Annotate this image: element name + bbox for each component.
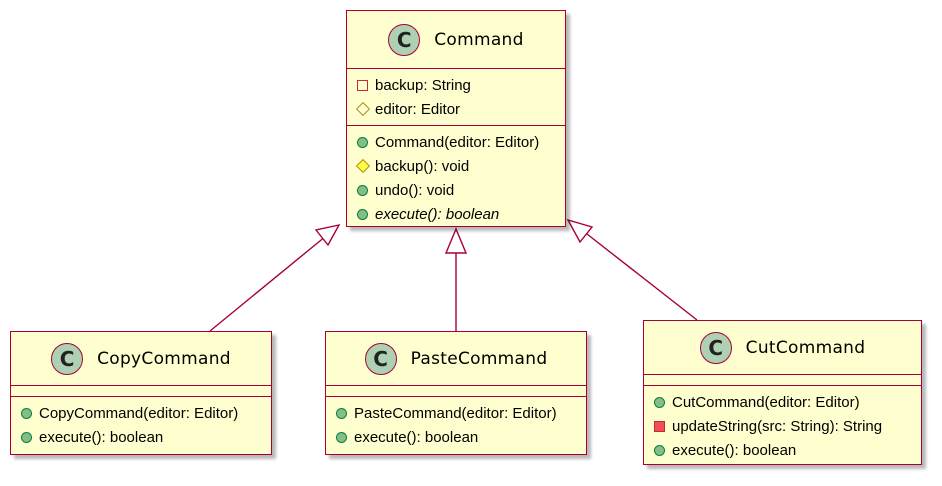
class-copy-command-name: CopyCommand <box>97 348 231 369</box>
class-cut-command-fields <box>644 375 921 385</box>
method-row: PasteCommand(editor: Editor) <box>336 401 586 425</box>
method-row: execute(): boolean <box>21 425 271 449</box>
class-cut-command-header: C CutCommand <box>644 321 921 375</box>
arrowhead-cut-to-command <box>566 218 594 244</box>
private-field-icon <box>357 79 368 91</box>
private-method-icon <box>654 420 665 432</box>
method-text: PasteCommand(editor: Editor) <box>354 404 557 422</box>
abstract-method-text: execute(): boolean <box>375 205 500 223</box>
class-command-header: C Command <box>347 11 565 69</box>
class-badge-icon: C <box>51 342 84 375</box>
method-row: Command(editor: Editor) <box>357 130 565 154</box>
class-copy-command[interactable]: C CopyCommand CopyCommand(editor: Editor… <box>10 331 272 455</box>
public-method-icon <box>21 431 32 443</box>
method-text: Command(editor: Editor) <box>375 133 540 151</box>
arrowhead-paste-to-command <box>444 227 468 254</box>
protected-method-icon <box>355 158 371 174</box>
class-paste-command-name: PasteCommand <box>410 348 548 369</box>
class-copy-command-fields <box>11 386 271 396</box>
class-command-fields: backup: String editor: Editor <box>347 69 565 125</box>
class-cut-command-methods: CutCommand(editor: Editor) updateString(… <box>644 385 921 466</box>
public-method-icon <box>357 136 368 148</box>
class-cut-command-name: CutCommand <box>745 337 866 358</box>
class-copy-command-methods: CopyCommand(editor: Editor) execute(): b… <box>11 396 271 453</box>
method-row: undo(): void <box>357 178 565 202</box>
method-text: updateString(src: String): String <box>672 417 883 435</box>
public-method-icon <box>336 431 347 443</box>
class-command-name: Command <box>434 29 524 50</box>
class-badge-icon: C <box>388 23 421 56</box>
method-text: undo(): void <box>375 181 455 199</box>
method-row: execute(): boolean <box>336 425 586 449</box>
method-row: backup(): void <box>355 154 565 178</box>
edge-copy-to-command <box>209 235 327 332</box>
method-text: execute(): boolean <box>672 441 797 459</box>
class-paste-command-methods: PasteCommand(editor: Editor) execute(): … <box>326 396 586 453</box>
public-method-icon <box>21 407 32 419</box>
class-paste-command[interactable]: C PasteCommand PasteCommand(editor: Edit… <box>325 331 587 455</box>
class-cut-command[interactable]: C CutCommand CutCommand(editor: Editor) … <box>643 320 922 465</box>
method-row: execute(): boolean <box>654 438 921 462</box>
method-text: execute(): boolean <box>354 428 479 446</box>
public-method-icon <box>654 396 665 408</box>
arrowhead-copy-to-command <box>314 223 341 247</box>
class-command-methods: Command(editor: Editor) backup(): void u… <box>347 125 565 230</box>
field-text: editor: Editor <box>375 100 461 118</box>
class-copy-command-header: C CopyCommand <box>11 332 271 386</box>
class-badge-icon: C <box>699 331 732 364</box>
method-row: updateString(src: String): String <box>654 414 921 438</box>
public-method-icon <box>654 444 665 456</box>
public-method-icon <box>357 208 368 220</box>
public-method-icon <box>357 184 368 196</box>
method-row: execute(): boolean <box>357 202 565 226</box>
method-text: CutCommand(editor: Editor) <box>672 393 860 411</box>
public-method-icon <box>336 407 347 419</box>
method-row: CutCommand(editor: Editor) <box>654 390 921 414</box>
method-text: backup(): void <box>375 157 470 175</box>
edge-cut-to-command <box>586 233 698 321</box>
field-row: editor: Editor <box>355 97 565 121</box>
protected-field-icon <box>355 101 371 117</box>
field-text: backup: String <box>375 76 471 94</box>
field-row: backup: String <box>357 73 565 97</box>
class-paste-command-fields <box>326 386 586 396</box>
method-row: CopyCommand(editor: Editor) <box>21 401 271 425</box>
method-text: CopyCommand(editor: Editor) <box>39 404 239 422</box>
method-text: execute(): boolean <box>39 428 164 446</box>
class-command[interactable]: C Command backup: String editor: Editor … <box>346 10 566 227</box>
class-badge-icon: C <box>364 342 397 375</box>
class-paste-command-header: C PasteCommand <box>326 332 586 386</box>
